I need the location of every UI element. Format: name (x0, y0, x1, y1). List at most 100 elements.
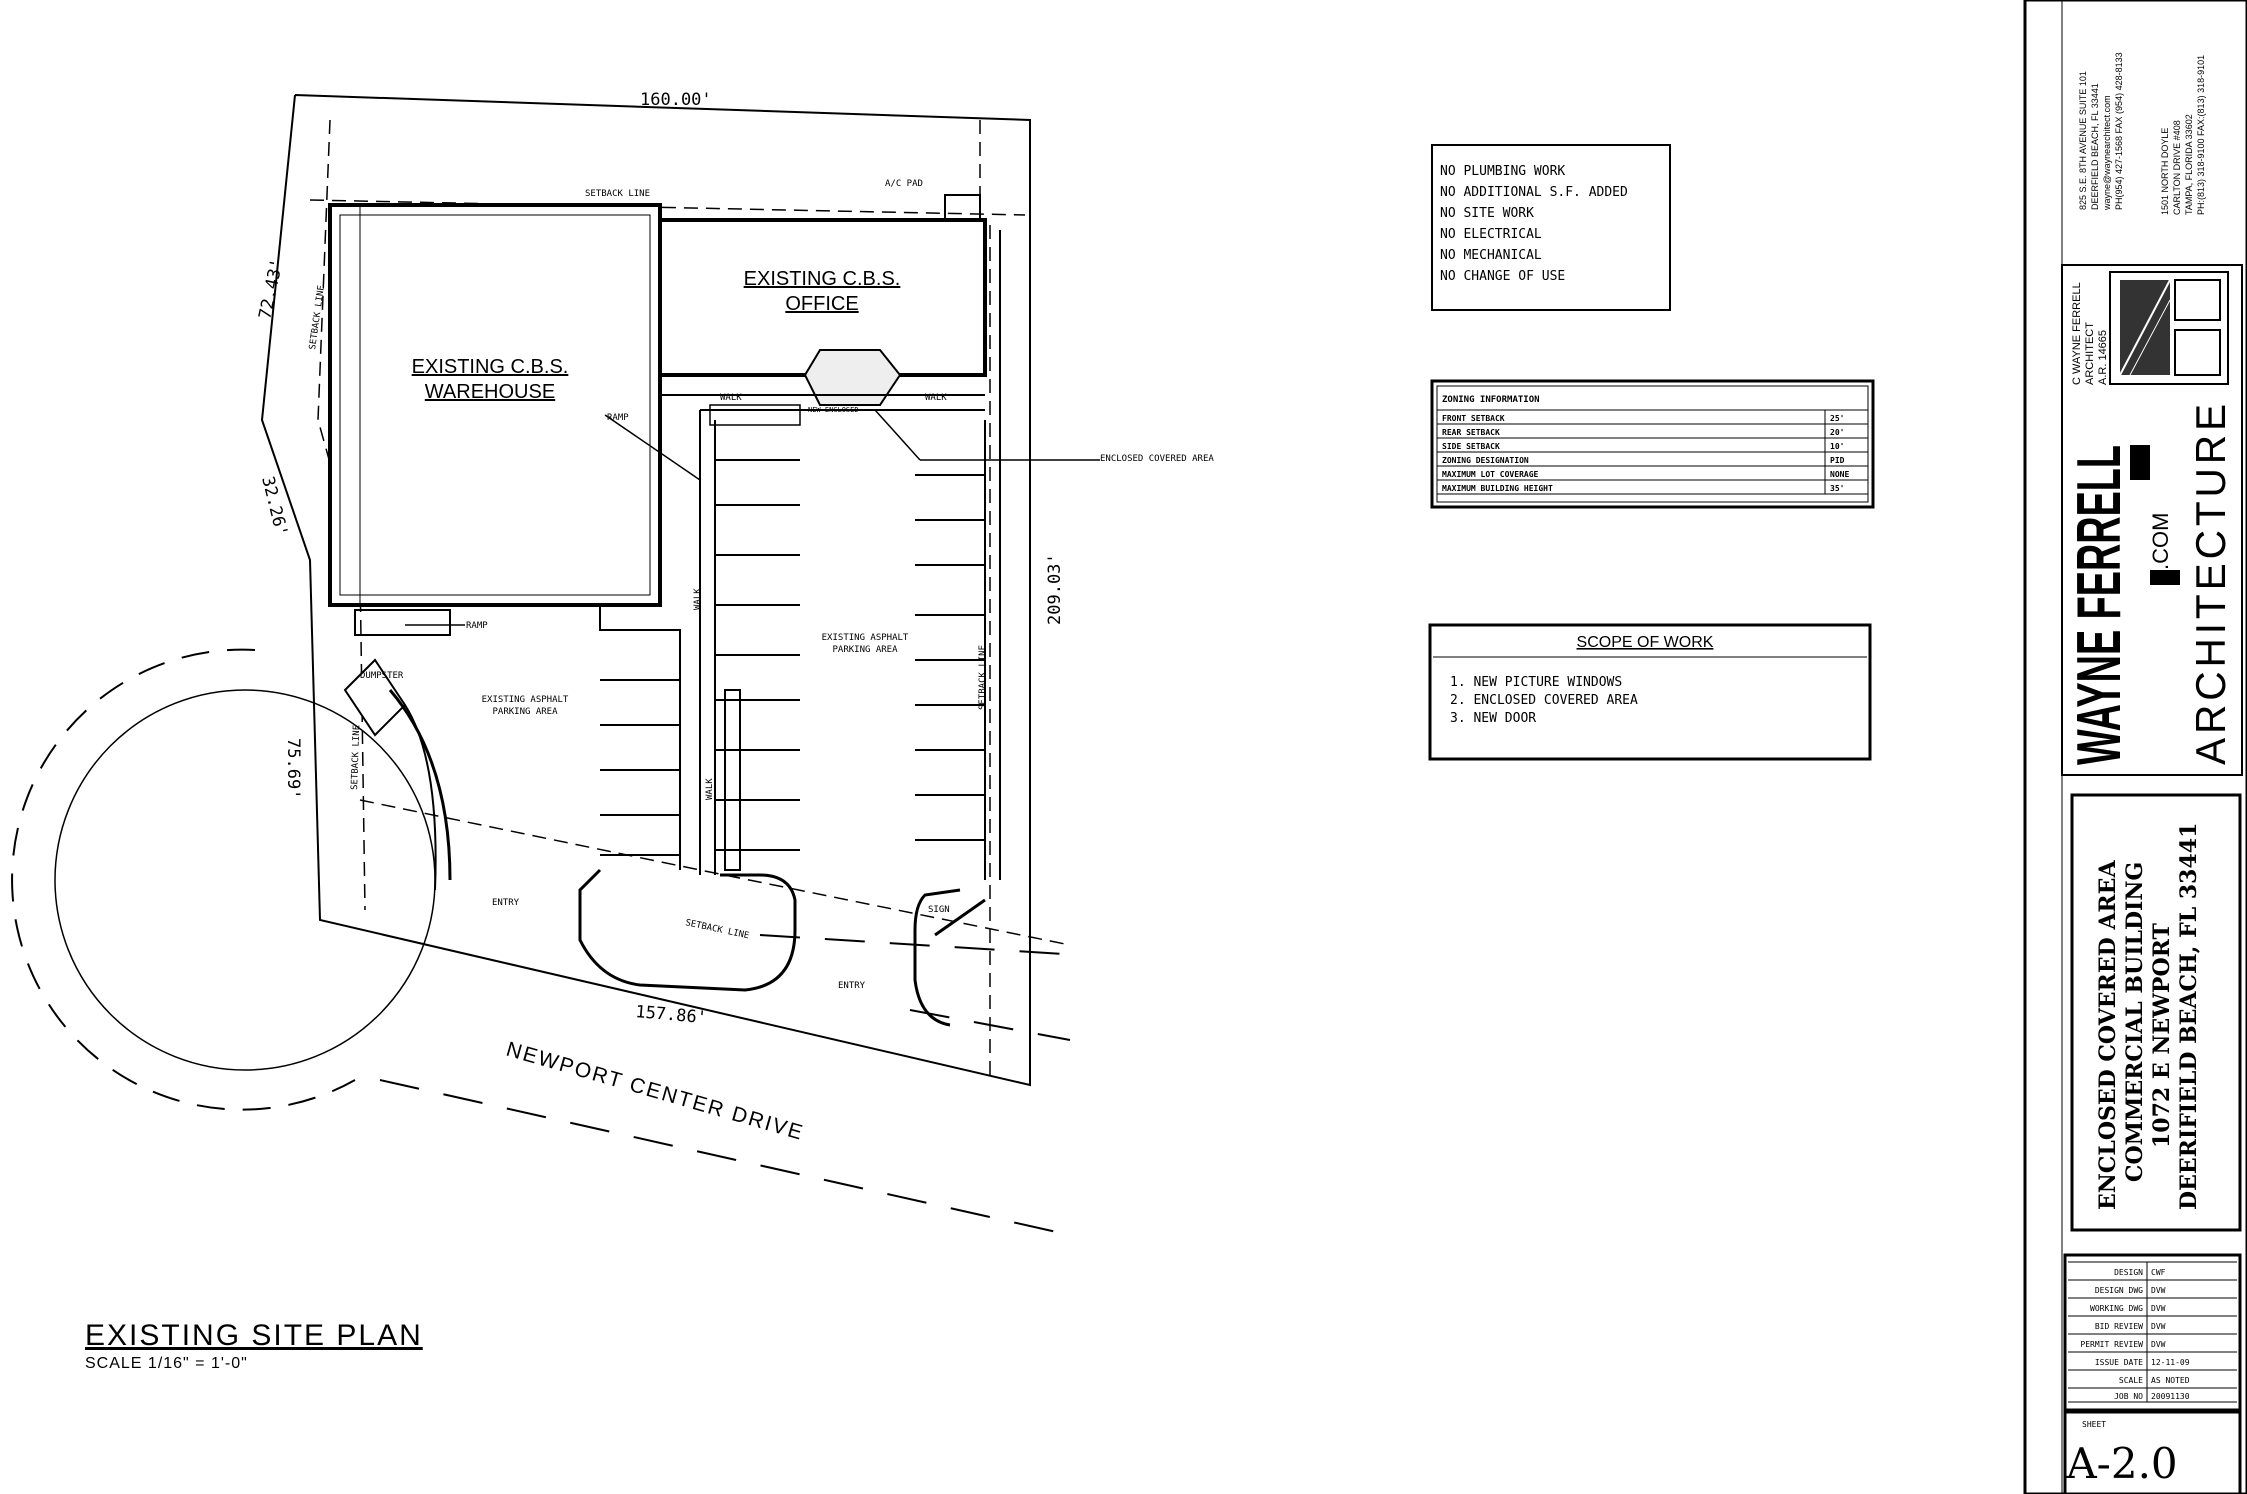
svg-text:A.R. 14665: A.R. 14665 (2097, 330, 2109, 385)
scope-title: SCOPE OF WORK (1577, 634, 1714, 651)
dim-top: 160.00' (640, 90, 712, 110)
ac-pad (944, 194, 981, 221)
site-plan-title: EXISTING SITE PLAN (85, 1319, 423, 1352)
office-addresses: 825 S.E. 8TH AVENUE SUITE 101 DEERFIELD … (2078, 52, 2206, 215)
ramp-label-2: RAMP (466, 621, 488, 631)
svg-text:COMMERCIAL BUILDING: COMMERCIAL BUILDING (2122, 862, 2148, 1182)
note-item: NO SITE WORK (1440, 206, 1534, 221)
zoning-row-value: 20' (1830, 428, 1844, 437)
sheet-number: A-2.0 (2065, 1439, 2177, 1488)
info-value: DVW (2151, 1322, 2166, 1331)
info-label: ISSUE DATE (2095, 1358, 2143, 1367)
info-value: DVW (2151, 1286, 2166, 1295)
enclosed-covered-area (803, 349, 902, 406)
new-enclosed-label: NEW ENCLOSED (808, 406, 859, 414)
note-item: NO CHANGE OF USE (1440, 269, 1565, 284)
info-label: WORKING DWG (2090, 1304, 2143, 1313)
svg-text:C WAYNE FERRELL: C WAYNE FERRELL (2071, 282, 2083, 385)
parking-left-label-1: EXISTING ASPHALT (482, 695, 569, 705)
site-plan-drawing (11, 94, 1100, 1236)
zoning-row-value: 10' (1830, 442, 1844, 451)
entry-label-1: ENTRY (492, 898, 520, 908)
zoning-row-label: REAR SETBACK (1442, 428, 1500, 437)
zoning-row-label: MAXIMUM LOT COVERAGE (1442, 470, 1539, 479)
walk-label-1: WALK (720, 393, 742, 403)
zoning-row-label: MAXIMUM BUILDING HEIGHT (1442, 484, 1553, 493)
info-value: AS NOTED (2151, 1376, 2190, 1385)
info-label: DESIGN (2114, 1268, 2143, 1277)
parking-stalls-right (715, 459, 985, 851)
zoning-table: ZONING INFORMATION FRONT SETBACK 25' REA… (1430, 379, 1875, 509)
dim-left-upper: 72.43' (255, 257, 287, 321)
title-block: 825 S.E. 8TH AVENUE SUITE 101 DEERFIELD … (2023, 0, 2247, 1494)
zoning-row-label: ZONING DESIGNATION (1442, 456, 1529, 465)
scope-of-work-box: SCOPE OF WORK 1. NEW PICTURE WINDOWS 2. … (1428, 623, 1872, 761)
svg-text:1501 NORTH DOYLE: 1501 NORTH DOYLE (2160, 128, 2170, 215)
svg-text:.COM: .COM (2148, 513, 2173, 570)
setback-label-right: SETBACK LINE (978, 645, 988, 710)
info-label: SCALE (2119, 1376, 2143, 1385)
svg-text:ENCLOSED COVERED AREA: ENCLOSED COVERED AREA (2095, 860, 2121, 1210)
project-title: ENCLOSED COVERED AREA COMMERCIAL BUILDIN… (2095, 823, 2202, 1210)
notes-box: NO PLUMBING WORK NO ADDITIONAL S.F. ADDE… (1431, 144, 1671, 311)
info-label: DESIGN DWG (2095, 1286, 2143, 1295)
zoning-row-value: 25' (1830, 414, 1844, 423)
setback-label-left: SETBACK LINE (308, 285, 327, 351)
property-line (260, 94, 1031, 1087)
road-edge (379, 1079, 1071, 1236)
svg-text:ARCHITECTURE: ARCHITECTURE (2187, 400, 2234, 765)
info-value: CWF (2151, 1268, 2166, 1277)
scope-item: 1. NEW PICTURE WINDOWS (1450, 675, 1622, 690)
svg-text:wayne@waynearchitect.com: wayne@waynearchitect.com (2102, 95, 2112, 211)
setback-line-top (309, 199, 1026, 216)
ramp-label-1: RAMP (607, 413, 629, 423)
ac-pad-label: A/C PAD (885, 179, 923, 189)
dim-left-mid: 32.26' (257, 474, 291, 538)
svg-text:PH:(813) 318-9100 FAX:(813) 31: PH:(813) 318-9100 FAX:(813) 318-9101 (2196, 55, 2206, 215)
svg-text:PH(954) 427-1568 FAX (954) 428: PH(954) 427-1568 FAX (954) 428-8133 (2114, 52, 2124, 210)
street-name: NEWPORT CENTER DRIVE (504, 1038, 807, 1145)
warehouse-label-2: WAREHOUSE (425, 381, 555, 403)
walk-label-4: WALK (705, 778, 715, 800)
parking-stalls-left (600, 679, 680, 856)
setback-label-lower-left: SETBACK LINE (350, 725, 362, 790)
setback-label-front: SETBACK LINE (684, 918, 750, 941)
note-item: NO PLUMBING WORK (1440, 164, 1565, 179)
svg-text:WAYNE FERRELL: WAYNE FERRELL (2065, 445, 2134, 765)
info-value: 20091130 (2151, 1392, 2190, 1401)
info-value: DVW (2151, 1304, 2166, 1313)
office-label-1: EXISTING C.B.S. (744, 268, 901, 290)
dim-right: 209.03' (1045, 553, 1065, 625)
walk-label-3: WALK (693, 588, 703, 610)
scope-item: 3. NEW DOOR (1450, 711, 1536, 726)
setback-label-top: SETBACK LINE (585, 189, 650, 199)
sign-label: SIGN (928, 905, 950, 915)
drawing-info-table: DESIGN CWF DESIGN DWG DVW WORKING DWG DV… (2063, 1253, 2242, 1412)
zoning-title: ZONING INFORMATION (1442, 395, 1540, 405)
svg-text:DEERFIELD BEACH, FL 33441: DEERFIELD BEACH, FL 33441 (2090, 83, 2100, 210)
svg-text:ARCHITECT: ARCHITECT (2084, 322, 2096, 385)
svg-text:TAMPA, FLORIDA 33602: TAMPA, FLORIDA 33602 (2184, 114, 2194, 215)
company-logo: WAYNE FERRELL .COM ARCHITECTURE (2065, 400, 2234, 765)
architect-seal-icon (2109, 271, 2229, 385)
parking-right-label-2: PARKING AREA (832, 645, 898, 655)
zoning-row-label: SIDE SETBACK (1442, 442, 1500, 451)
warehouse-building (328, 203, 662, 607)
dim-bottom: 157.86' (635, 1002, 708, 1028)
svg-text:DEERIFIELD BEACH, FL 33441: DEERIFIELD BEACH, FL 33441 (2176, 823, 2202, 1210)
architect-info: C WAYNE FERRELL ARCHITECT A.R. 14665 (2071, 282, 2109, 385)
note-item: NO ELECTRICAL (1440, 227, 1542, 242)
enclosed-covered-label: ENCLOSED COVERED AREA (1100, 454, 1214, 464)
walk-label-2: WALK (925, 393, 947, 403)
svg-text:CARLTON DRIVE #408: CARLTON DRIVE #408 (2172, 120, 2182, 215)
parking-right-label-1: EXISTING ASPHALT (822, 633, 909, 643)
office-label-2: OFFICE (785, 293, 858, 315)
note-item: NO ADDITIONAL S.F. ADDED (1440, 185, 1628, 200)
zoning-row-value: PID (1830, 456, 1845, 465)
cul-de-sac-outer (11, 648, 356, 1111)
cul-de-sac-inner (54, 689, 436, 1071)
note-item: NO MECHANICAL (1440, 248, 1542, 263)
zoning-row-value: NONE (1830, 470, 1849, 479)
warehouse-label-1: EXISTING C.B.S. (412, 356, 569, 378)
